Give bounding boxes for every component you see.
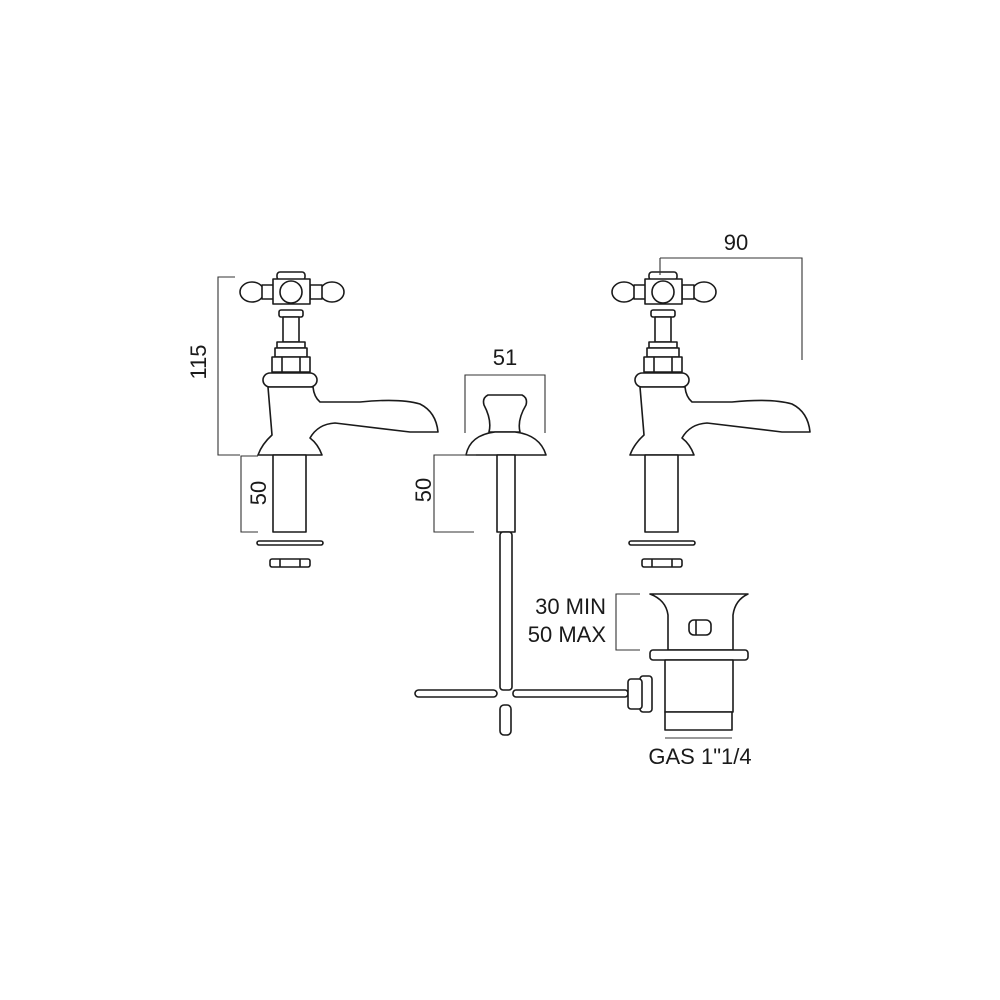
waste-thread-label: GAS 1"1/4 — [648, 744, 751, 769]
waste-max-label: 50 MAX — [528, 622, 607, 647]
popup-shank-label: 50 — [411, 478, 436, 502]
height-dimension — [217, 276, 240, 456]
popup-width-label: 51 — [493, 345, 517, 370]
reach-dimension — [659, 257, 803, 360]
left-tap — [239, 271, 439, 568]
popup-linkage — [414, 689, 629, 736]
popup-knob — [433, 374, 547, 691]
shank-label-left: 50 — [246, 481, 271, 505]
height-label: 115 — [186, 344, 211, 379]
waste-min-label: 30 MIN — [535, 594, 606, 619]
shank-dimension-left — [240, 455, 258, 533]
basin-waste — [615, 593, 749, 739]
right-tap — [611, 271, 811, 568]
reach-label: 90 — [724, 230, 748, 255]
